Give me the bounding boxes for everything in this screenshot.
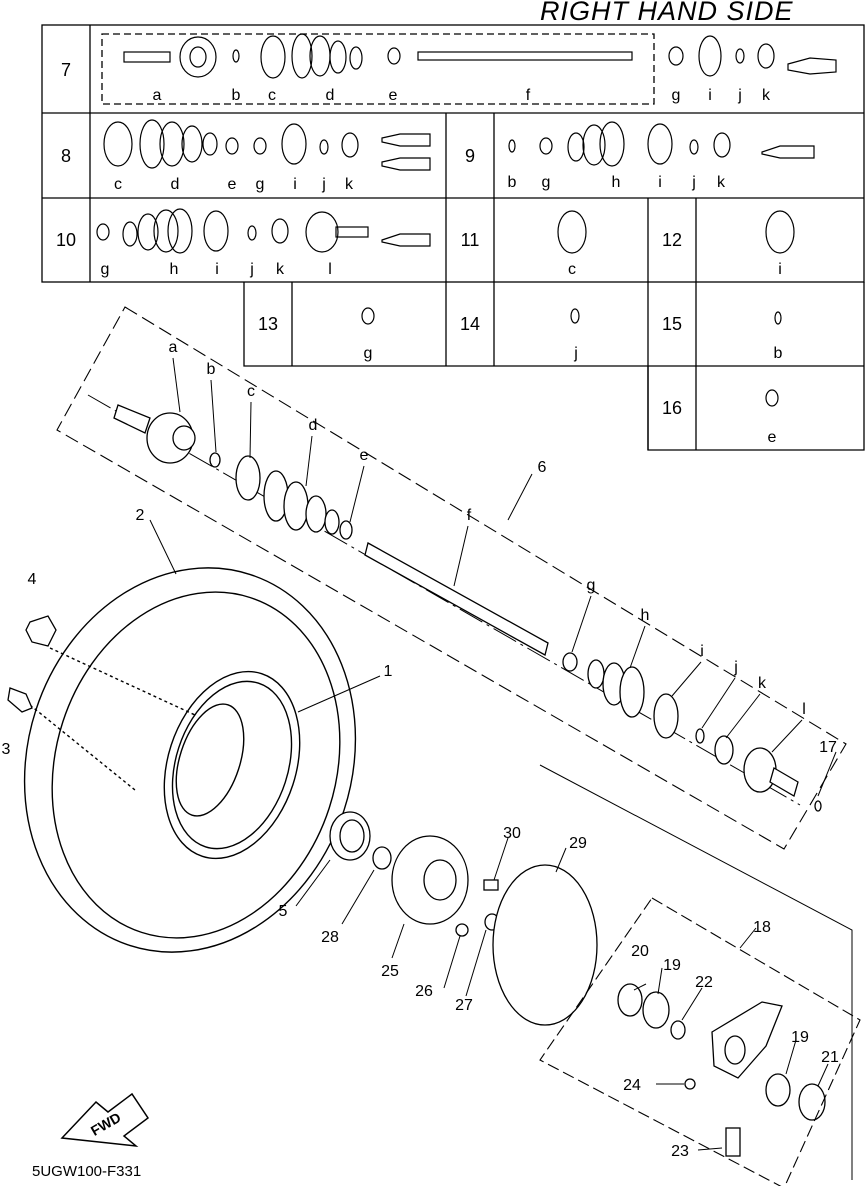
shaft-letter-k: k <box>758 675 767 692</box>
kit10-letter-i: i <box>215 261 219 278</box>
kit8-letter-c: c <box>114 176 122 193</box>
kit-letters: a b c d e f g i j k c d e g i j k b g h … <box>101 87 783 446</box>
leader-lines <box>149 357 837 1151</box>
fwd-arrow-icon: FWD <box>60 1092 150 1148</box>
shaft-parts <box>113 404 822 812</box>
part-number-24: 24 <box>623 1077 641 1094</box>
kit-row-8: 8 <box>61 146 71 166</box>
shaft-letter-c: c <box>247 383 255 400</box>
shaft-axis-line <box>87 394 801 806</box>
knuckle-guide-line <box>539 764 853 1180</box>
part-number-20: 20 <box>631 943 649 960</box>
kit7-letter-a: a <box>153 87 162 104</box>
kit8-letter-j: j <box>321 176 326 193</box>
kit16-letter-e: e <box>768 429 777 446</box>
shaft-letter-j: j <box>733 659 738 676</box>
kit9-letter-i: i <box>658 174 662 191</box>
part-number-22: 22 <box>695 974 713 991</box>
kit-row-numbers: 7 8 9 10 11 12 13 14 15 16 <box>56 60 682 418</box>
part-number-4: 4 <box>28 571 37 588</box>
kit9-letter-g: g <box>542 174 551 191</box>
catalog-code: 5UGW100-F331 <box>32 1163 141 1180</box>
kit7-letter-c: c <box>268 87 276 104</box>
shaft-letter-e: e <box>360 447 369 464</box>
part-number-26: 26 <box>415 983 433 1000</box>
kit-row-9: 9 <box>465 146 475 166</box>
kit-row-7: 7 <box>61 60 71 80</box>
kit8-letter-d: d <box>171 176 180 193</box>
kit7-letter-k: k <box>762 87 771 104</box>
shaft-letter-b: b <box>207 361 216 378</box>
part-number-23: 23 <box>671 1143 689 1160</box>
part-number-1: 1 <box>384 663 393 680</box>
kit10-letter-l: l <box>328 261 332 278</box>
part-number-labels: 1 2 3 4 5 6 17 18 19 19 20 21 22 23 24 2… <box>2 459 839 1160</box>
part-number-29: 29 <box>569 835 587 852</box>
kit10-letter-h: h <box>170 261 179 278</box>
kit7-letter-d: d <box>326 87 335 104</box>
part-number-17: 17 <box>819 739 837 756</box>
part-number-18: 18 <box>753 919 771 936</box>
shaft-letter-h: h <box>641 607 650 624</box>
hub-brake-parts <box>329 811 826 1157</box>
shaft-letter-d: d <box>309 417 318 434</box>
part-number-28: 28 <box>321 929 339 946</box>
kit-row-14: 14 <box>460 314 480 334</box>
kit-row-11: 11 <box>461 230 480 250</box>
diagram-title: RIGHT HAND SIDE <box>540 0 794 26</box>
kit14-letter-j: j <box>573 345 578 362</box>
part-number-6: 6 <box>538 459 547 476</box>
shaft-letter-a: a <box>169 339 178 356</box>
kit8-letter-k: k <box>345 176 354 193</box>
kit7-letter-b: b <box>232 87 241 104</box>
part-number-27: 27 <box>455 997 473 1014</box>
kit12-letter-i: i <box>778 261 782 278</box>
kit7-letter-j: j <box>737 87 742 104</box>
kit-row-15: 15 <box>662 314 682 334</box>
kit9-letter-b: b <box>508 174 517 191</box>
shaft-letters: a b c d e f g h i j k l <box>169 339 806 718</box>
kit11-letter-c: c <box>568 261 576 278</box>
kit-row-10: 10 <box>56 230 76 250</box>
part-number-30: 30 <box>503 825 521 842</box>
kit15-letter-b: b <box>774 345 783 362</box>
kit9-letter-k: k <box>717 174 726 191</box>
kit7-letter-f: f <box>526 87 531 104</box>
shaft-letter-i: i <box>700 643 704 660</box>
part-number-19-upper: 19 <box>663 957 681 974</box>
part-number-3: 3 <box>2 741 11 758</box>
kit-row-16: 16 <box>662 398 682 418</box>
kit7-letter-g: g <box>672 87 681 104</box>
nut-and-valve <box>7 615 57 713</box>
kit-row-12: 12 <box>662 230 682 250</box>
shaft-letter-g: g <box>587 577 596 594</box>
part-number-5: 5 <box>279 903 288 920</box>
kit7-letter-e: e <box>389 87 398 104</box>
kit8-letter-e: e <box>228 176 237 193</box>
kit-table <box>41 24 865 451</box>
kit8-letter-g: g <box>256 176 265 193</box>
kit-part-drawings <box>96 33 837 407</box>
kit10-letter-k: k <box>276 261 285 278</box>
kit7-letter-i: i <box>708 87 712 104</box>
shaft-assembly-boundary <box>56 306 847 850</box>
shaft-letter-f: f <box>467 507 472 524</box>
kit9-letter-j: j <box>691 174 696 191</box>
tire-and-wheel <box>23 567 357 953</box>
kit13-letter-g: g <box>364 345 373 362</box>
kit8-letter-i: i <box>293 176 297 193</box>
part-number-2: 2 <box>136 507 145 524</box>
part-number-19-lower: 19 <box>791 1029 809 1046</box>
shaft-letter-l: l <box>802 701 806 718</box>
kit10-letter-g: g <box>101 261 110 278</box>
kit10-letter-j: j <box>249 261 254 278</box>
kit9-letter-h: h <box>612 174 621 191</box>
part-number-21: 21 <box>821 1049 839 1066</box>
kit-row-13: 13 <box>258 314 278 334</box>
part-number-25: 25 <box>381 963 399 980</box>
